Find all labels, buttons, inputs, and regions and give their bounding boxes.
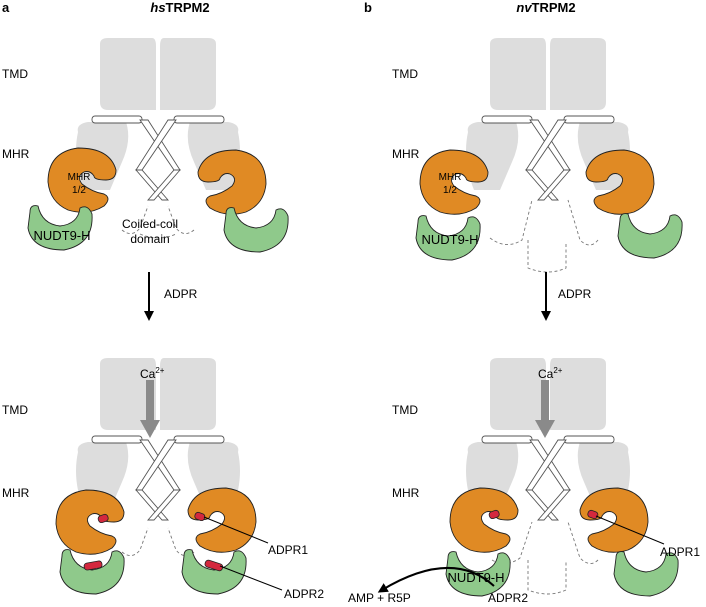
panel-a-ca-label: Ca2+ <box>140 366 165 381</box>
panel-b-title-italic: nv <box>516 0 532 15</box>
panel-b-open-channel <box>445 357 679 597</box>
panel-a-closed-channel <box>27 37 289 253</box>
panel-b-hydrolysis-arrow <box>377 567 495 593</box>
panel-b-letter: b <box>364 0 372 15</box>
panel-b-bottom-mhr-label: MHR <box>392 486 420 500</box>
panel-a-mhr-label: MHR <box>2 147 30 161</box>
panel-a-open-nudt9-left <box>59 549 125 595</box>
panel-a-open-mhr-right <box>187 487 257 553</box>
panel-a-adpr1-label: ADPR1 <box>268 543 308 557</box>
panel-b-adpr-arrow-label: ADPR <box>558 287 592 301</box>
panel-a-mhr-domain-label-2: 1/2 <box>72 185 86 196</box>
panel-b-ca-label: Ca2+ <box>538 366 563 381</box>
panel-b-mhr-domain-label-1: MHR <box>439 172 462 183</box>
panel-b-open-mhr-left <box>449 487 519 553</box>
panel-a-nudt9-label: NUDT9-H <box>33 228 90 243</box>
panel-a-coiled-coil-label-1: Coiled-coil <box>122 217 178 231</box>
panel-b-ca-arrow <box>535 380 555 438</box>
panel-b-mhr-label: MHR <box>392 147 420 161</box>
panel-b-products-label: AMP + R5P <box>348 591 411 605</box>
panel-b-mhr-domain-label-2: 1/2 <box>443 185 457 196</box>
panel-a-adpr2-left <box>83 560 103 571</box>
panel-b-closed-channel <box>415 37 683 273</box>
panel-a-open-nudt9-right <box>181 549 247 595</box>
panel-b-nudt9-label: NUDT9-H <box>421 232 478 247</box>
panel-b-bottom-tmd-label: TMD <box>392 403 418 417</box>
panel-a-title-italic: hs <box>150 0 165 15</box>
panel-a-ca-arrow <box>140 380 160 438</box>
panel-a-title-rest: TRPM2 <box>166 0 210 15</box>
panel-a-coiled-coil-label-2: domain <box>130 232 169 246</box>
panel-b-tmd-label: TMD <box>392 67 418 81</box>
panel-a-adpr2-leader <box>219 565 283 591</box>
panel-a-bottom-tmd-label: TMD <box>2 403 28 417</box>
panel-b-bottom-nudt9-label: NUDT9-H <box>447 570 504 585</box>
panel-a-tmd-label: TMD <box>2 67 28 81</box>
panel-a-bottom-mhr-label: MHR <box>2 486 30 500</box>
panel-b-title: nvTRPM2 <box>516 0 575 15</box>
panel-a-adpr2-right <box>204 559 224 572</box>
panel-a-adpr1-left <box>97 513 109 524</box>
panel-b-adpr1-left <box>488 509 500 520</box>
panel-b-nudt9-right <box>617 213 683 259</box>
panel-b-title-rest: TRPM2 <box>532 0 576 15</box>
panel-b-adpr2-label: ADPR2 <box>488 591 528 605</box>
panel-a-open-channel <box>55 357 257 595</box>
panel-b-open-mhr-right <box>579 487 649 553</box>
panel-b-adpr1-leader <box>595 515 665 545</box>
panel-a-mhr-domain-label-1: MHR <box>68 172 91 183</box>
panel-a-adpr1-right <box>194 511 206 522</box>
panel-a-adpr2-label: ADPR2 <box>284 587 324 601</box>
panel-a-adpr-arrow-label: ADPR <box>164 287 198 301</box>
panel-a-open-mhr-left <box>55 489 125 555</box>
panel-a-nudt9-right <box>223 207 289 253</box>
panel-b-adpr1-label: ADPR1 <box>660 545 700 559</box>
panel-a-adpr1-leader <box>203 516 269 544</box>
panel-a-title: hsTRPM2 <box>150 0 209 15</box>
panel-a-letter: a <box>2 0 10 15</box>
